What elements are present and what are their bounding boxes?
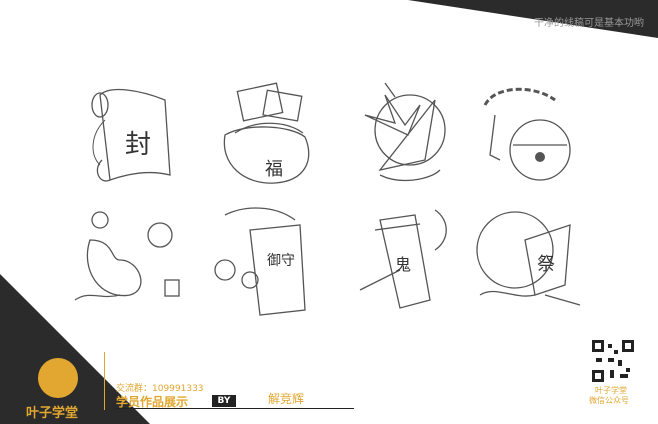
- qr-code-icon: [592, 340, 634, 382]
- group-number: 交流群：109991333: [116, 384, 204, 394]
- item-lantern: 鬼: [340, 200, 465, 320]
- scroll-icon: 封: [91, 88, 171, 182]
- item-omamori: 御守: [205, 200, 330, 320]
- corner-decoration-bottom: [0, 274, 150, 424]
- magatama-icon: [74, 211, 180, 301]
- scroll-glyph: 封: [125, 130, 151, 160]
- fan-icon: 祭: [476, 211, 581, 306]
- omamori-icon: 御守: [214, 207, 306, 316]
- item-magatama: [70, 200, 195, 320]
- lineart-grid: 封 福: [60, 60, 600, 320]
- tree-logo-icon: [38, 358, 78, 398]
- works-label: 学员作品展示: [116, 395, 189, 409]
- lantern-glyph: 鬼: [395, 255, 411, 274]
- item-bell: [465, 75, 590, 195]
- page-subtitle: 干净的线稿可是基本功哟: [534, 18, 644, 29]
- item-money-bag: 福: [205, 75, 330, 195]
- item-scroll: 封: [70, 75, 195, 195]
- item-fan: 祭: [465, 200, 590, 320]
- logo-text: 叶子学堂: [26, 406, 79, 421]
- by-badge: BY: [212, 395, 236, 407]
- footer-underline: [116, 408, 354, 409]
- corner-decoration-top: [408, 0, 658, 38]
- fan-glyph: 祭: [537, 254, 555, 275]
- item-bomb-shuriken: [340, 75, 465, 195]
- author-name: 解竞辉: [268, 392, 305, 406]
- omamori-glyph: 御守: [267, 253, 295, 269]
- lantern-icon: 鬼: [359, 209, 447, 309]
- bomb-shuriken-icon: [364, 82, 446, 182]
- bell-icon: [483, 87, 571, 181]
- qr-caption-2: 微信公众号: [589, 396, 629, 405]
- bag-glyph: 福: [265, 159, 283, 180]
- footer-divider: [104, 352, 105, 410]
- qr-caption-1: 叶子学堂: [595, 386, 627, 395]
- money-bag-icon: 福: [223, 82, 310, 184]
